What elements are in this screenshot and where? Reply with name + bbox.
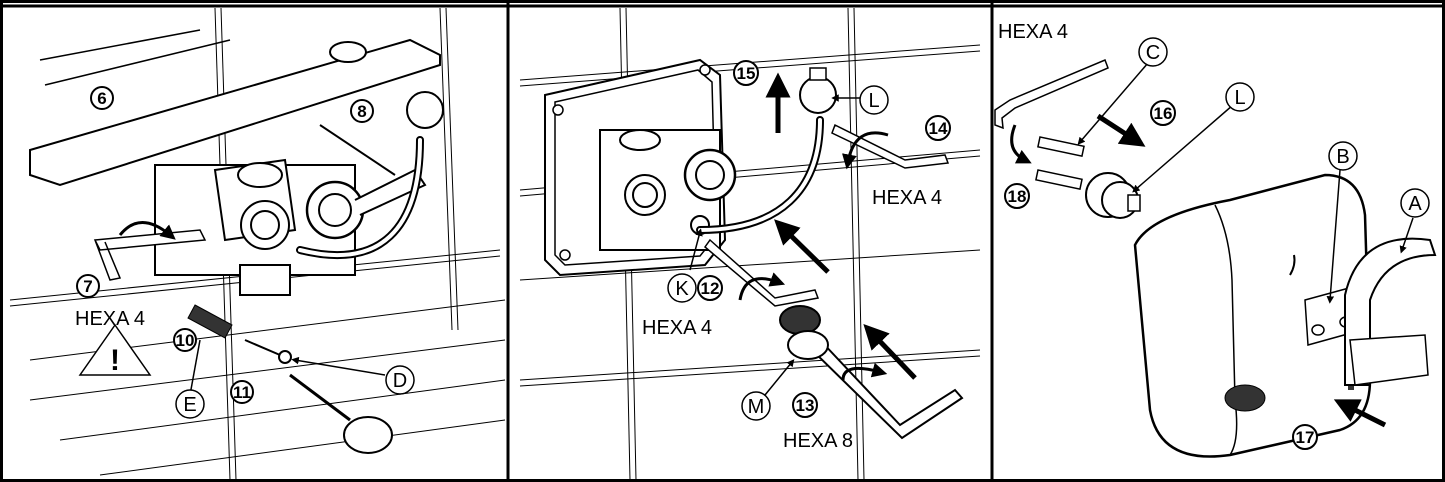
svg-text:K: K (675, 278, 689, 300)
svg-text:15: 15 (737, 64, 756, 83)
step-12: 12 (697, 275, 723, 301)
step-13: 13 (792, 392, 818, 418)
step-6: 6 (90, 86, 114, 110)
step-15: 15 (733, 60, 759, 86)
step-17: 17 (1292, 424, 1318, 450)
step-16: 16 (1150, 100, 1176, 126)
hexa-label-panel1: HEXA 4 (75, 308, 145, 330)
svg-text:L: L (1234, 87, 1245, 109)
screws-c (1035, 136, 1085, 191)
label-m: M (741, 391, 771, 421)
coupling-l (1085, 172, 1141, 219)
step-14: 14 (925, 115, 951, 141)
screwdriver-icon (289, 373, 351, 422)
svg-text:D: D (393, 370, 407, 392)
straight-arrow-icon (774, 219, 830, 274)
label-k: K (667, 273, 697, 303)
svg-text:14: 14 (929, 119, 948, 138)
warning-symbol: ! (110, 344, 120, 377)
nut-m (779, 305, 829, 360)
label-a: A (1400, 188, 1430, 218)
svg-text:B: B (1336, 146, 1349, 168)
hex-key-icon (994, 59, 1109, 130)
panel-2: 15 14 12 13 K L M HEXA 4 HEXA 4 HEXA 8 (519, 7, 981, 481)
svg-text:17: 17 (1296, 428, 1315, 447)
panel-1: ! 6 7 8 10 11 E D HE (9, 7, 506, 481)
step-11: 11 (230, 380, 254, 404)
hex-key-icon (703, 238, 820, 307)
hexa-label-panel2-mid: HEXA 4 (642, 317, 712, 339)
label-d: D (385, 365, 415, 395)
svg-text:C: C (1146, 42, 1160, 64)
step-10: 10 (173, 328, 197, 352)
svg-text:18: 18 (1008, 187, 1027, 206)
svg-text:L: L (868, 90, 879, 112)
label-e: E (175, 389, 205, 419)
svg-text:M: M (748, 396, 765, 418)
outlet-a (1344, 237, 1437, 386)
step-8: 8 (350, 99, 374, 123)
svg-text:16: 16 (1154, 104, 1173, 123)
frame-slot (329, 41, 367, 63)
valve-body-1 (154, 91, 444, 296)
hexa-label-panel3: HEXA 4 (998, 21, 1068, 43)
rotate-arrow-icon (1010, 124, 1032, 164)
straight-arrow-icon (1333, 399, 1387, 428)
straight-arrow-icon (1096, 113, 1146, 147)
svg-text:12: 12 (701, 279, 720, 298)
panel-3: 16 18 17 C L B A HEXA 4 (994, 21, 1437, 458)
svg-text:13: 13 (796, 396, 815, 415)
svg-text:10: 10 (176, 331, 195, 350)
hex-key-icon (831, 123, 950, 169)
rotate-arrow-icon (841, 362, 888, 381)
hexa-label-panel2-bottom: HEXA 8 (783, 430, 853, 452)
svg-text:A: A (1408, 193, 1422, 215)
svg-text:7: 7 (83, 277, 92, 296)
straight-arrow-icon (863, 323, 917, 380)
screw-part (244, 339, 281, 356)
dispenser-housing (1133, 173, 1372, 458)
rotate-arrow-icon (738, 272, 786, 301)
label-c: C (1138, 37, 1168, 67)
rotate-arrow-icon (842, 131, 889, 170)
hexa-label-panel2-top: HEXA 4 (872, 187, 942, 209)
label-b: B (1328, 141, 1358, 171)
spring-part (187, 304, 233, 339)
frame-bar (29, 38, 441, 187)
warning-triangle-icon: ! (78, 323, 152, 377)
hex-key-icon (808, 338, 964, 440)
step-18: 18 (1004, 183, 1030, 209)
svg-text:E: E (183, 394, 196, 416)
rotate-arrow-icon (118, 221, 176, 240)
label-l-panel2: L (859, 85, 889, 115)
svg-text:11: 11 (233, 383, 251, 402)
label-l-panel3: L (1225, 82, 1255, 112)
svg-text:6: 6 (97, 89, 106, 108)
wall-tiles-1 (9, 7, 506, 481)
step-7: 7 (76, 274, 100, 298)
svg-text:8: 8 (357, 102, 366, 121)
